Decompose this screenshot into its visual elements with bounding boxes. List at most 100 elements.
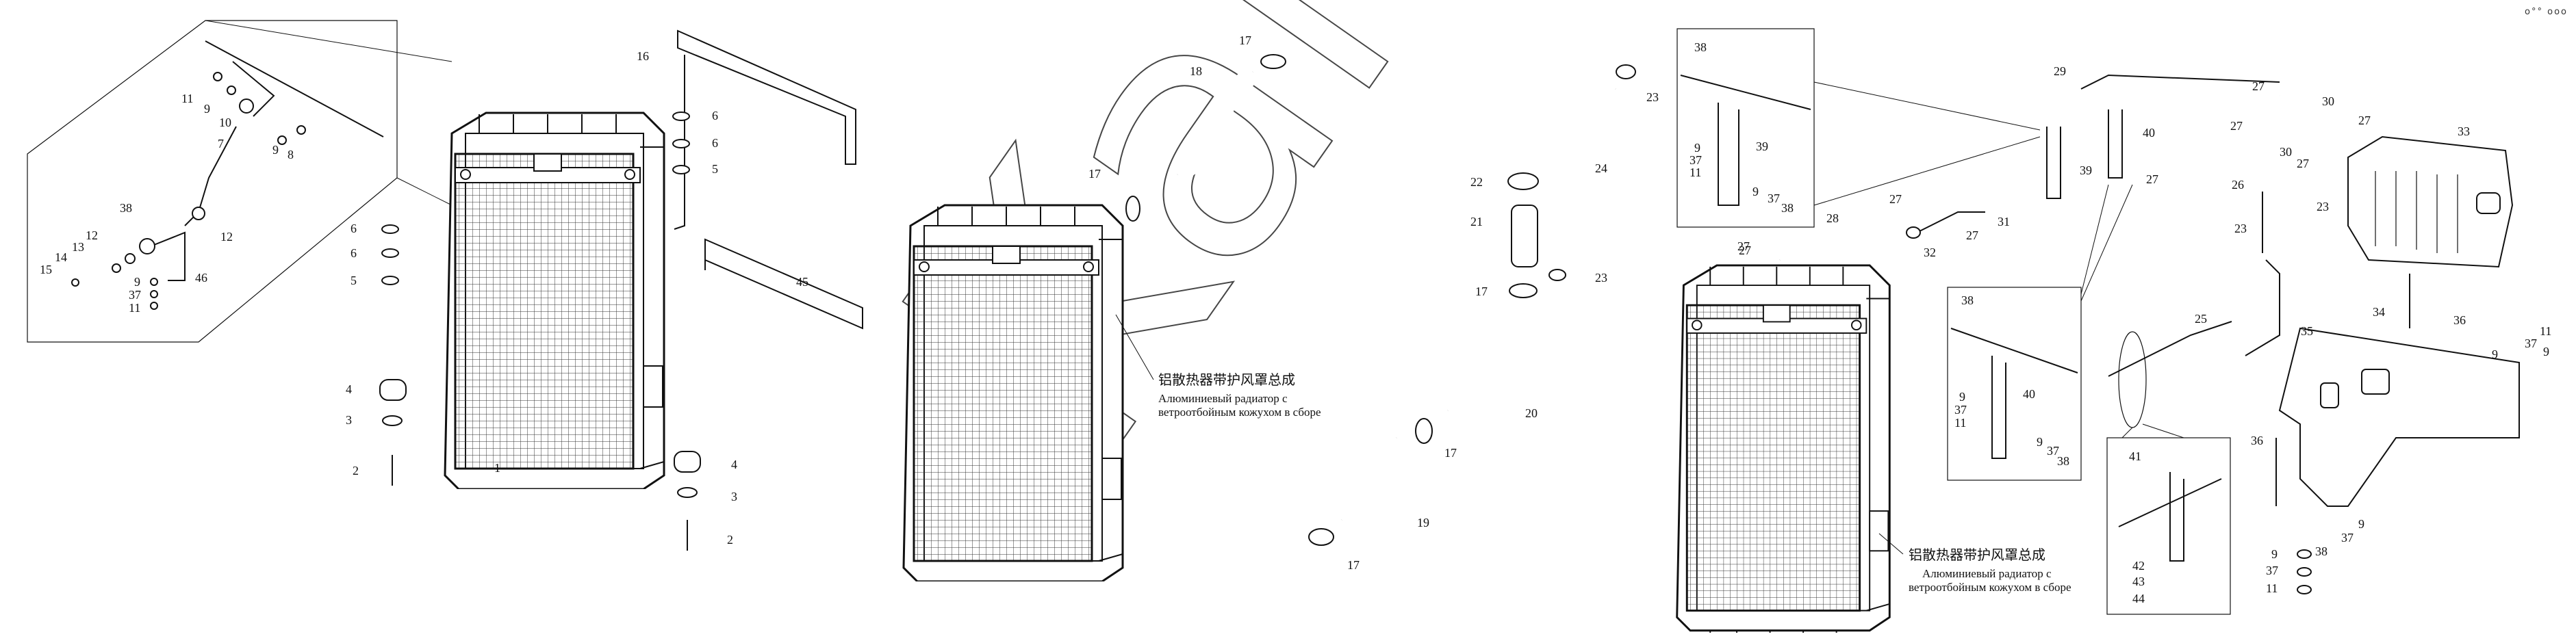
callout-38: 38 xyxy=(1781,201,1794,215)
callout-27: 27 xyxy=(1737,239,1750,253)
callout-23: 23 xyxy=(1595,271,1607,285)
callout-11: 11 xyxy=(181,92,193,105)
callout-9: 9 xyxy=(2492,347,2498,361)
callout-38: 38 xyxy=(1694,40,1707,54)
callout-6: 6 xyxy=(350,246,357,260)
radiator-assembly-2 xyxy=(902,204,1124,581)
callout-9: 9 xyxy=(272,143,279,157)
callout-9: 9 xyxy=(2358,517,2364,531)
callout-22: 22 xyxy=(1470,175,1483,189)
callout-38: 38 xyxy=(2315,544,2328,558)
callout-16: 16 xyxy=(637,49,649,63)
callout-31: 31 xyxy=(1998,215,2010,228)
callout-10: 10 xyxy=(219,116,231,129)
callout-2: 2 xyxy=(353,464,359,477)
callout-41: 41 xyxy=(2129,449,2141,463)
callout-14: 14 xyxy=(55,250,67,264)
callout-9: 9 xyxy=(204,102,210,116)
callout-1: 1 xyxy=(494,461,500,475)
caption-ru-a2: ветроотбойным кожухом в сборе xyxy=(1158,406,1321,419)
callout-30: 30 xyxy=(2322,94,2334,108)
callout-27: 27 xyxy=(2146,172,2158,186)
callout-3: 3 xyxy=(346,413,352,427)
panel-3: 38 9 37 11 39 9 37 38 29 40 39 27 27 28 … xyxy=(1676,28,2551,633)
callout-9: 9 xyxy=(1959,390,1965,404)
callout-2: 2 xyxy=(727,533,733,547)
caption-cn-a: 铝散热器带护风罩总成 xyxy=(1158,371,1295,388)
inset-frame-3 xyxy=(1947,287,2082,481)
callout-38: 38 xyxy=(120,201,132,215)
callout-12: 12 xyxy=(86,228,98,242)
callout-23: 23 xyxy=(1646,90,1659,104)
callout-12: 12 xyxy=(220,230,233,244)
callout-4: 4 xyxy=(731,458,737,471)
callout-7: 7 xyxy=(218,137,224,150)
callout-6: 6 xyxy=(712,136,718,150)
callout-30: 30 xyxy=(2280,145,2292,159)
callout-38: 38 xyxy=(1961,293,1974,307)
callout-35: 35 xyxy=(2301,324,2313,338)
callout-18: 18 xyxy=(1190,64,1202,78)
caption-cn-b: 铝散热器带护风罩总成 xyxy=(1909,547,2045,563)
callout-27: 27 xyxy=(2252,79,2265,93)
callout-37: 37 xyxy=(1689,153,1702,167)
callout-11: 11 xyxy=(1689,166,1701,179)
caption-ru-b2: ветроотбойным кожухом в сборе xyxy=(1909,581,2071,594)
callout-27: 27 xyxy=(2358,114,2371,127)
callout-28: 28 xyxy=(1826,211,1839,225)
callout-42: 42 xyxy=(2132,559,2145,573)
callout-27: 27 xyxy=(1889,192,1902,206)
callout-37: 37 xyxy=(129,288,141,302)
inset-frame-1 xyxy=(27,20,398,343)
callout-32: 32 xyxy=(1924,246,1936,259)
callout-9: 9 xyxy=(2271,547,2278,561)
callout-5: 5 xyxy=(712,162,718,176)
callout-27: 27 xyxy=(2230,119,2243,133)
callout-26: 26 xyxy=(2232,178,2244,192)
callout-40: 40 xyxy=(2143,126,2155,140)
callout-45: 45 xyxy=(796,275,808,289)
callout-24: 24 xyxy=(1595,161,1607,175)
panel-1: 11 9 10 7 9 8 12 38 13 14 15 12 46 9 37 … xyxy=(27,20,863,551)
callout-36: 36 xyxy=(2251,434,2263,447)
callout-40: 40 xyxy=(2023,387,2035,401)
callout-11: 11 xyxy=(2266,581,2278,595)
callout-23: 23 xyxy=(2317,200,2329,213)
callout-27: 27 xyxy=(1739,244,1751,257)
callout-29: 29 xyxy=(2054,64,2066,78)
callout-5: 5 xyxy=(350,274,357,287)
callout-44: 44 xyxy=(2132,592,2145,605)
radiator-assembly-1 xyxy=(444,111,665,489)
callout-37: 37 xyxy=(2047,444,2059,458)
callout-4: 4 xyxy=(346,382,352,396)
callout-13: 13 xyxy=(72,240,84,254)
callout-8: 8 xyxy=(288,148,294,161)
callout-25: 25 xyxy=(2195,312,2207,326)
callout-17: 17 xyxy=(1444,446,1457,460)
callout-37: 37 xyxy=(1954,403,1967,417)
inset-frame-4 xyxy=(2106,437,2231,615)
callout-19: 19 xyxy=(1417,516,1429,529)
callout-9: 9 xyxy=(2037,435,2043,449)
callout-39: 39 xyxy=(2080,163,2092,177)
callout-6: 6 xyxy=(712,109,718,122)
callout-9: 9 xyxy=(1752,185,1759,198)
callout-33: 33 xyxy=(2458,124,2470,138)
inset-frame-2 xyxy=(1676,28,1815,228)
callout-37: 37 xyxy=(2341,531,2354,544)
callout-9: 9 xyxy=(1694,141,1700,155)
callout-37: 37 xyxy=(2525,337,2537,350)
panel-2: 铝散热器带护风罩总成 Алюминиевый радиатор с ветроо… xyxy=(902,34,1659,581)
callout-36: 36 xyxy=(2453,313,2466,327)
corner-marks: o°° ooo xyxy=(2525,7,2568,17)
callout-11: 11 xyxy=(129,301,140,315)
callout-17: 17 xyxy=(1239,34,1251,47)
callout-43: 43 xyxy=(2132,575,2145,588)
caption-ru-a1: Алюминиевый радиатор с xyxy=(1158,392,1288,405)
callout-37: 37 xyxy=(2266,564,2278,577)
callout-34: 34 xyxy=(2373,305,2385,319)
callout-17: 17 xyxy=(1347,558,1360,572)
callout-27: 27 xyxy=(2297,157,2309,170)
callout-11: 11 xyxy=(1954,416,1966,430)
